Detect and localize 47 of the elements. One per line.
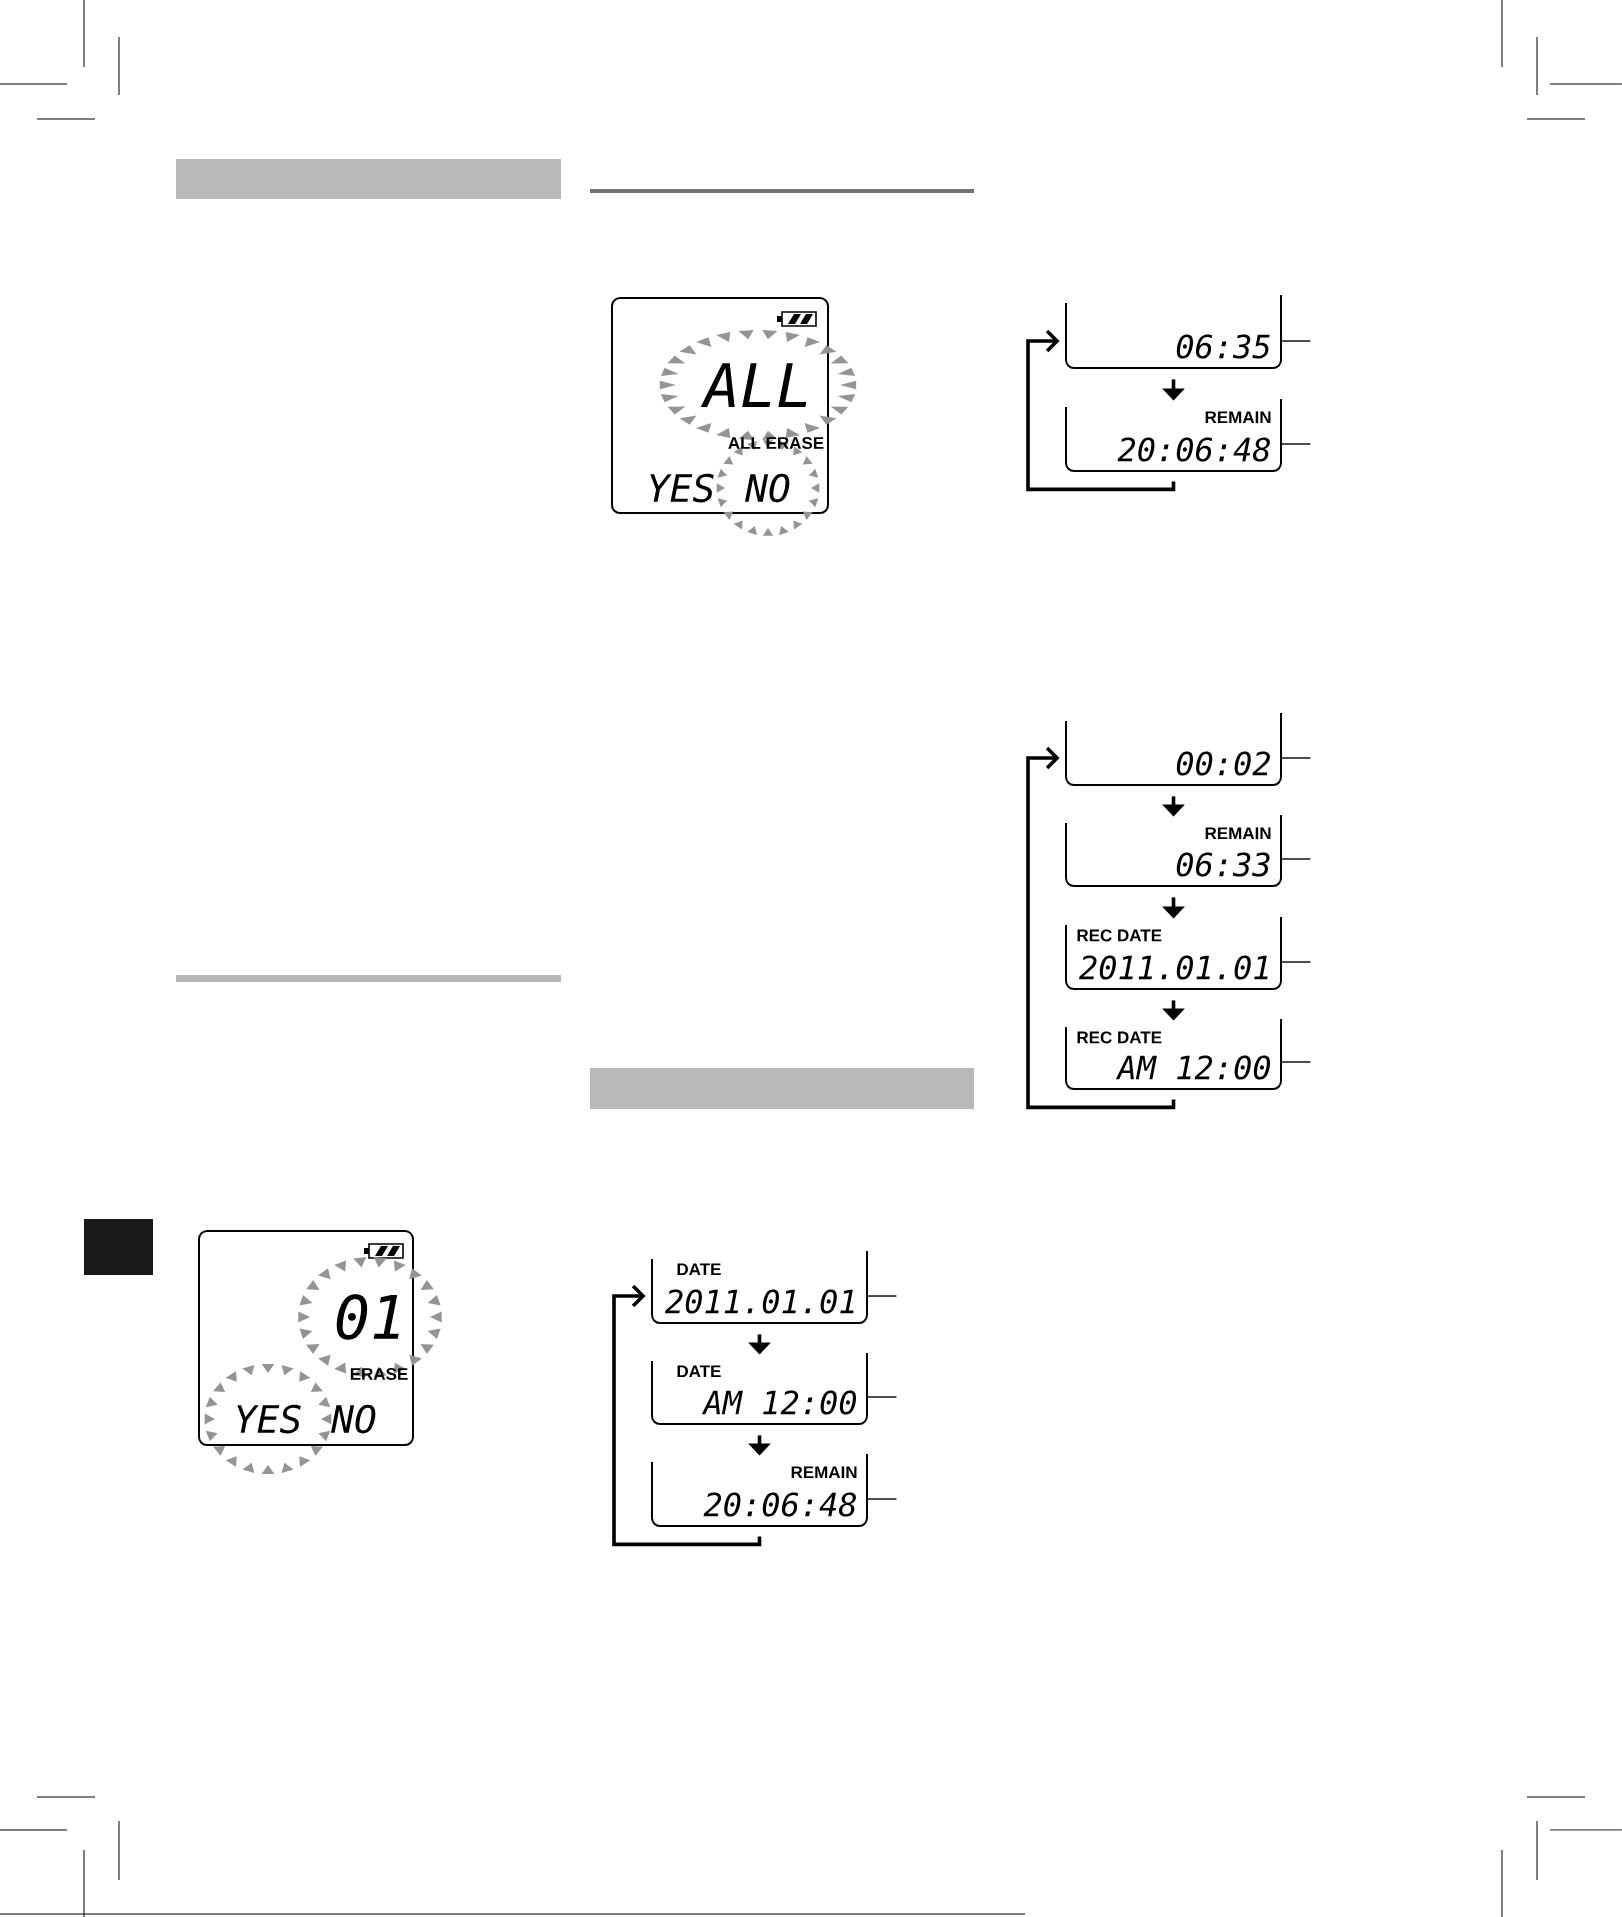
leader-line xyxy=(866,1498,898,1500)
lcd-screen xyxy=(198,1230,414,1446)
lcd-digits: AM 12:00 xyxy=(701,1390,857,1415)
indicator-label: REC DATE xyxy=(1077,1031,1162,1044)
indicator-label: DATE xyxy=(677,1263,721,1276)
loop-arrow xyxy=(612,1284,762,1547)
lcd-display xyxy=(1065,712,1282,786)
indicator-label: DATE xyxy=(677,1365,721,1378)
leader-line xyxy=(1280,1061,1312,1063)
indicator-label: REMAIN xyxy=(1205,411,1271,424)
indicator-label: REMAIN xyxy=(1205,827,1271,840)
lcd-display xyxy=(651,1453,868,1527)
lcd-digits: AM 12:00 xyxy=(1115,1055,1271,1080)
leader-line xyxy=(1280,340,1312,342)
indicator-label: ERASE xyxy=(350,1368,408,1380)
lcd-display xyxy=(651,1250,868,1324)
lcd-digits: ALL xyxy=(700,363,807,407)
leader-line xyxy=(866,1396,898,1398)
indicator-label: REC DATE xyxy=(1077,929,1162,942)
lcd-digits: NO xyxy=(331,1404,376,1434)
lcd-digits: YES xyxy=(650,473,714,503)
loop-arrow xyxy=(1026,746,1176,1110)
lcd-display xyxy=(651,1352,868,1425)
leader-line xyxy=(866,1295,898,1297)
lcd-digits: 2011.01.01 xyxy=(1079,955,1268,980)
lcd-digits: YES xyxy=(237,1404,301,1434)
leader-line xyxy=(1280,961,1312,963)
lcd-screen xyxy=(611,297,829,514)
lcd-display xyxy=(1065,1018,1282,1090)
lcd-digits: 01 xyxy=(336,1294,399,1340)
lcd-display xyxy=(1065,294,1282,369)
lcd-digits: 00:02 xyxy=(1176,751,1270,776)
loop-arrow xyxy=(1026,329,1176,492)
lcd-digits: 06:33 xyxy=(1176,852,1270,877)
leader-line xyxy=(1280,757,1312,759)
lcd-display xyxy=(1065,398,1282,472)
lcd-digits: 06:35 xyxy=(1176,334,1270,359)
lcd-digits: 20:06:48 xyxy=(1117,437,1270,462)
indicator-label: REMAIN xyxy=(791,1466,857,1479)
lcd-display xyxy=(1065,814,1282,887)
lcd-digits: NO xyxy=(745,473,790,503)
leader-line xyxy=(1280,858,1312,860)
indicator-label: ALL ERASE xyxy=(728,437,824,449)
lcd-digits: 20:06:48 xyxy=(703,1492,856,1517)
lcd-display xyxy=(1065,916,1282,990)
lcd-digits: 2011.01.01 xyxy=(665,1289,854,1314)
leader-line xyxy=(1280,443,1312,445)
